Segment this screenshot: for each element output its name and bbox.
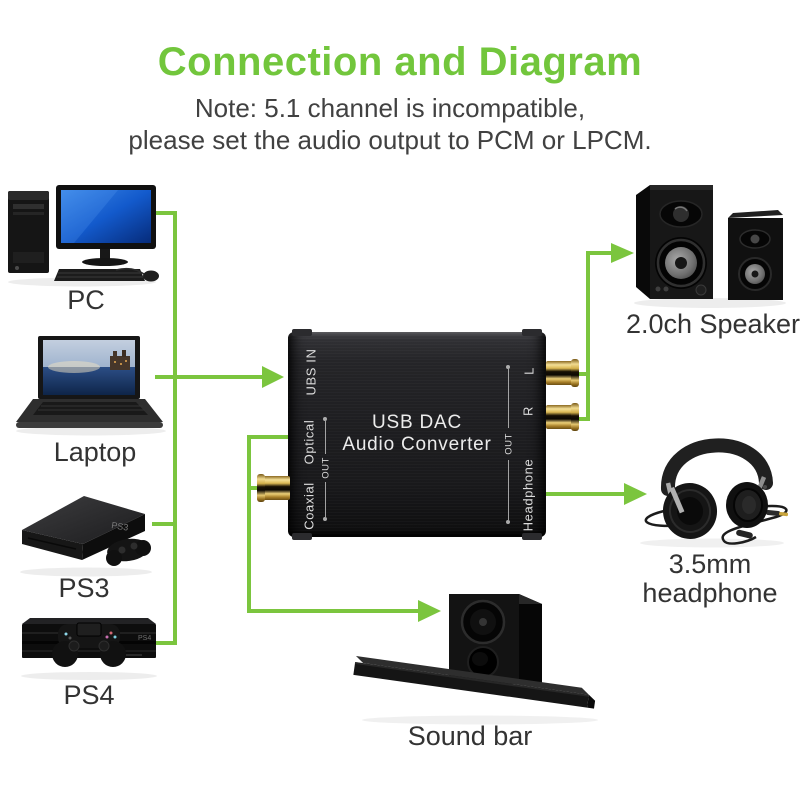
dac-right-rail — [508, 460, 509, 520]
ps3-console-logo: PS3 — [111, 520, 129, 533]
connector-sources-bus — [152, 211, 262, 645]
speaker-arrowhead-icon — [611, 243, 634, 263]
rca-jack-tip — [257, 474, 265, 502]
pc-tower — [8, 191, 49, 273]
dac-product-name: USB DAC Audio Converter — [288, 412, 546, 456]
headphone-label: 3.5mm headphone — [610, 550, 800, 608]
speaker-label: 2.0ch Speaker — [625, 309, 800, 339]
dac-rail-dot — [506, 365, 510, 369]
headphone-cup-left — [662, 483, 718, 539]
dac-left-rail — [325, 482, 326, 517]
dac-port-r-label: R — [520, 406, 536, 416]
speaker-image — [634, 185, 786, 308]
ps3-image: PS3 — [20, 496, 152, 577]
ps3-console: PS3 — [22, 496, 145, 560]
rca-jack-coaxial — [257, 474, 290, 502]
page-title: Connection and Diagram — [157, 40, 643, 84]
headphone-cup-right — [726, 482, 768, 528]
ps4-label: PS4 — [63, 680, 115, 710]
dac-port-coaxial-label: Coaxial — [301, 482, 317, 530]
pc-label: PC — [67, 285, 105, 315]
soundbar-image — [353, 594, 598, 725]
dac-foot-left — [292, 533, 312, 540]
dac-name-line-1: USB DAC — [371, 412, 463, 433]
headphone-label-line-1: 3.5mm — [668, 549, 752, 579]
ps4-image: PS4 — [21, 618, 157, 680]
laptop-label: Laptop — [53, 437, 137, 467]
soundbar-label: Sound bar — [407, 721, 533, 751]
ps3-label: PS3 — [58, 573, 110, 603]
laptop-screen — [38, 336, 140, 399]
connector-speaker-bracket — [576, 251, 612, 421]
dac-box: UBS IN Optical OUT Coaxial USB DAC Audio… — [288, 329, 546, 540]
dac-left-rail — [325, 421, 326, 454]
headphone-image — [640, 438, 789, 548]
laptop-base — [16, 399, 163, 428]
dac-out-left-label: OUT — [320, 457, 332, 479]
soundbar-arrowhead-icon — [418, 600, 441, 622]
dac-port-headphone-label: Headphone — [520, 458, 536, 532]
rca-jack-tip — [571, 403, 579, 431]
note-line-1: Note: 5.1 channel is incompatible, — [194, 93, 586, 123]
dac-right-rail — [508, 369, 509, 428]
ps4-console-logo: PS4 — [138, 635, 151, 642]
dac-port-usb-in-label: UBS IN — [303, 348, 319, 396]
laptop-image — [16, 336, 166, 436]
dac-rail-dot — [323, 417, 327, 421]
dac-out-right-label: OUT — [503, 433, 515, 455]
rca-jack-tip — [571, 359, 579, 387]
dac-foot-right — [522, 533, 542, 540]
headphone-arrowhead-icon — [624, 483, 647, 505]
dac-top-left-tab — [292, 329, 312, 336]
dac-port-l-label: L — [521, 367, 537, 375]
rca-jack-r — [546, 403, 579, 431]
speaker-left — [636, 185, 713, 299]
pc-image — [8, 185, 159, 287]
dac-rail-dot — [323, 517, 327, 521]
rca-jack-l — [546, 359, 579, 387]
pc-keyboard — [54, 269, 145, 281]
note-text: Note: 5.1 channel is incompatible, pleas… — [0, 92, 780, 156]
pc-mouse — [115, 267, 159, 282]
speaker-right — [728, 210, 783, 300]
dac-name-line-2: Audio Converter — [342, 434, 492, 455]
dac-rail-dot — [506, 520, 510, 524]
dac-top-right-tab — [522, 329, 542, 336]
soundbar-bar — [353, 656, 596, 709]
ps3-controller — [106, 538, 151, 566]
usb-in-arrowhead-icon — [262, 366, 284, 388]
ps4-controller — [52, 622, 126, 667]
headphone-label-line-2: headphone — [642, 578, 778, 608]
pc-monitor — [56, 185, 156, 266]
note-line-2: please set the audio output to PCM or LP… — [128, 125, 652, 155]
